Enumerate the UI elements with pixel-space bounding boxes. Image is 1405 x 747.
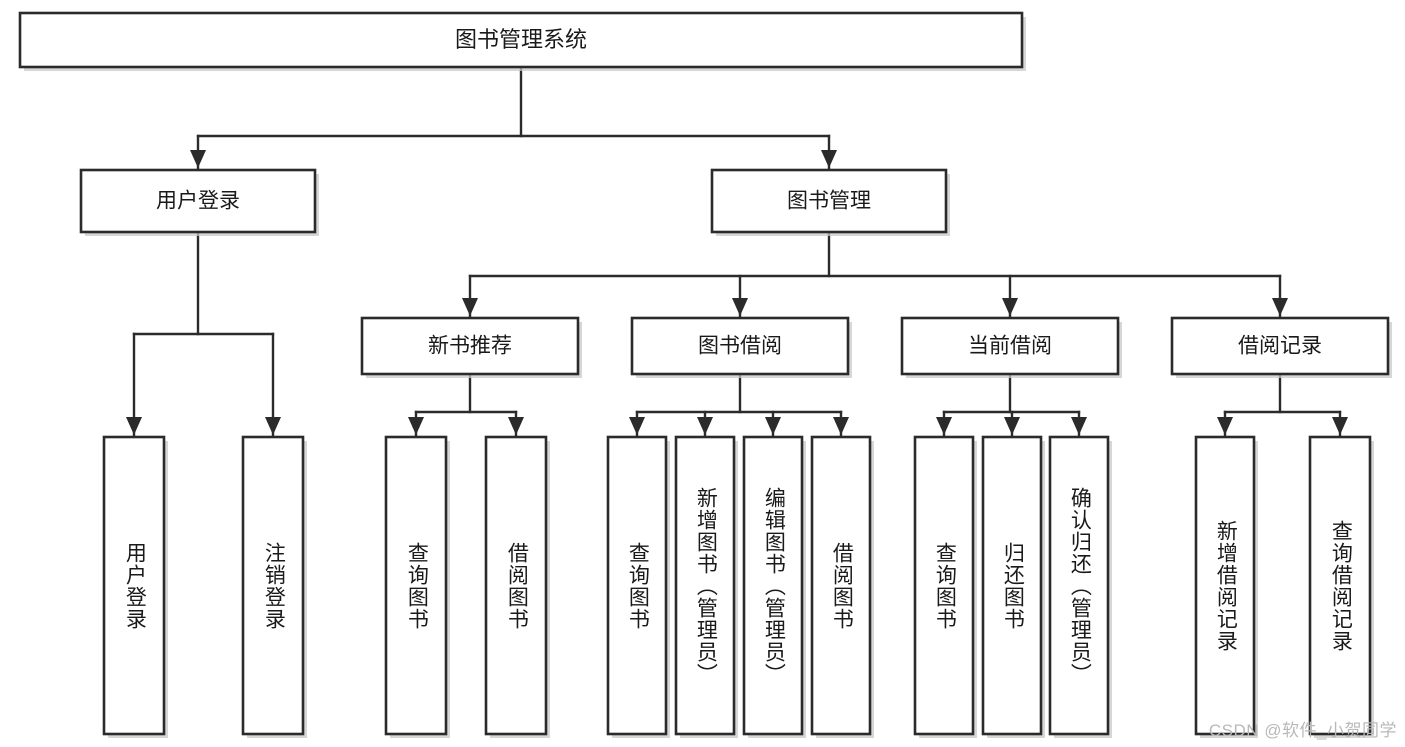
arrowhead-icon (1272, 298, 1288, 316)
arrowhead-icon (408, 417, 424, 435)
node-leaf-4[interactable] (606, 435, 668, 736)
node-l2-图书管理[interactable] (710, 168, 948, 234)
node-l3-新书推荐[interactable] (360, 316, 580, 376)
arrowhead-icon (1004, 417, 1020, 435)
node-l2-用户登录[interactable] (79, 168, 317, 234)
arrowhead-icon (1332, 417, 1348, 435)
arrowhead-icon (629, 417, 645, 435)
arrowhead-icon (1071, 417, 1087, 435)
arrowhead-icon (697, 417, 713, 435)
node-leaf-2[interactable] (384, 435, 448, 736)
node-l2-图书管理-label: 图书管理 (787, 190, 871, 213)
arrowhead-icon (821, 150, 837, 168)
node-boxes-layer (18, 11, 1392, 738)
node-leaf-1[interactable] (241, 435, 305, 736)
node-leaf-7[interactable] (810, 435, 872, 736)
node-l3-借阅记录[interactable] (1170, 316, 1390, 376)
node-root-label: 图书管理系统 (455, 27, 587, 52)
node-l3-借阅记录-label: 借阅记录 (1238, 335, 1322, 358)
node-l3-图书借阅-label: 图书借阅 (698, 335, 782, 358)
watermark-text: CSDN @软件_小贺同学 (1208, 721, 1397, 740)
arrowhead-icon (462, 298, 478, 316)
arrowhead-icon (265, 417, 281, 435)
arrowhead-icon (1217, 417, 1233, 435)
arrowhead-icon (936, 417, 952, 435)
arrowhead-icon (732, 298, 748, 316)
arrowhead-icon (126, 417, 142, 435)
node-root[interactable] (18, 11, 1024, 69)
arrowhead-icon (833, 417, 849, 435)
node-leaf-8[interactable] (913, 435, 975, 736)
connector-lines-layer (126, 65, 1348, 437)
node-leaf-12[interactable] (1308, 435, 1372, 736)
node-l3-新书推荐-label: 新书推荐 (428, 335, 512, 358)
arrowhead-icon (190, 150, 206, 168)
node-leaf-3[interactable] (484, 435, 548, 736)
node-l2-用户登录-label: 用户登录 (156, 190, 240, 213)
node-leaf-6[interactable] (742, 435, 804, 736)
node-l3-当前借阅-label: 当前借阅 (968, 335, 1052, 358)
arrowhead-icon (1002, 298, 1018, 316)
node-l3-当前借阅[interactable] (900, 316, 1120, 376)
node-leaf-5[interactable] (674, 435, 736, 736)
node-leaf-9[interactable] (981, 435, 1043, 736)
arrowhead-icon (508, 417, 524, 435)
arrowhead-icon (765, 417, 781, 435)
node-l3-图书借阅[interactable] (630, 316, 850, 376)
node-leaf-11[interactable] (1194, 435, 1256, 736)
node-leaf-10[interactable] (1048, 435, 1110, 736)
node-leaf-0[interactable] (102, 435, 166, 736)
